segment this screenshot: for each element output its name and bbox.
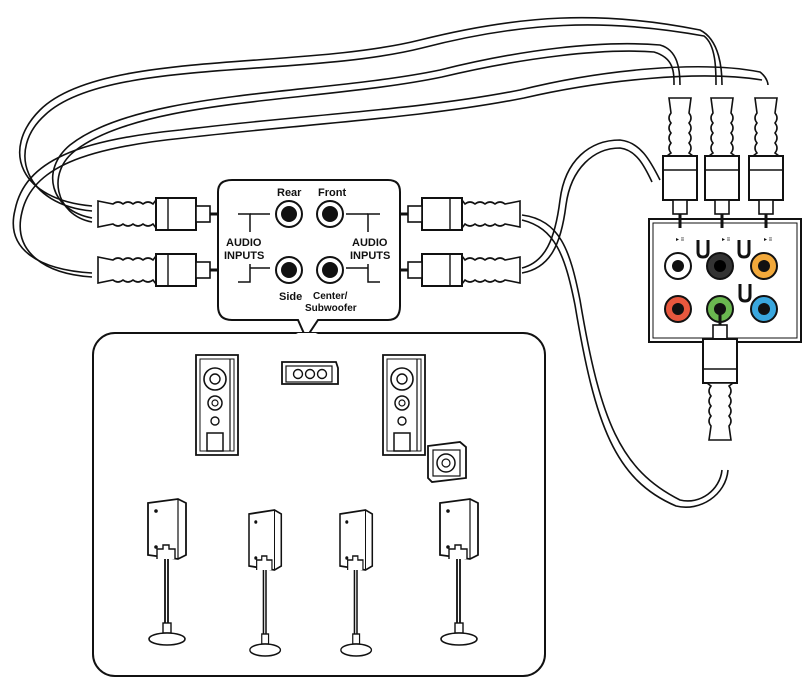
io-jack-orange bbox=[750, 252, 778, 280]
rca-plug-icon bbox=[747, 96, 785, 230]
left-audio-inputs-line2: INPUTS bbox=[224, 250, 264, 262]
right-audio-inputs-line2: INPUTS bbox=[350, 250, 390, 262]
speaker-tower-icon bbox=[195, 354, 239, 456]
speaker-tower-icon bbox=[382, 354, 426, 456]
rca-plug-icon bbox=[96, 196, 220, 232]
rca-plug-icon bbox=[398, 196, 522, 232]
rca-plug-icon bbox=[398, 252, 522, 288]
port-mark-icon: ▸ ≡ bbox=[764, 237, 773, 243]
rca-plug-icon bbox=[703, 96, 741, 230]
audio-cables bbox=[12, 16, 769, 508]
io-jack-black bbox=[664, 252, 692, 280]
io-jack-darkgray bbox=[706, 252, 734, 280]
center-label-line1: Center/ bbox=[313, 291, 348, 302]
io-jack-red bbox=[664, 295, 692, 323]
right-audio-inputs-line1: AUDIO bbox=[352, 237, 388, 249]
left-audio-inputs-line1: AUDIO bbox=[226, 237, 262, 249]
front-label: Front bbox=[318, 187, 346, 199]
center-label-line2: Subwoofer bbox=[305, 303, 357, 314]
rca-plug-icon bbox=[96, 252, 220, 288]
io-jack-blue bbox=[750, 295, 778, 323]
rear-io-panel: ▸ ≡ ▸ ≡ ▸ ≡ bbox=[648, 218, 802, 343]
port-mark-icon: ▸ ≡ bbox=[722, 237, 731, 243]
side-jack-icon bbox=[275, 256, 303, 284]
front-jack-icon bbox=[316, 200, 344, 228]
rca-plug-icon bbox=[702, 309, 738, 441]
rca-plug-icon bbox=[661, 96, 699, 230]
center-subwoofer-jack-icon bbox=[316, 256, 344, 284]
subwoofer-icon bbox=[427, 441, 467, 483]
side-label: Side bbox=[279, 291, 302, 303]
audio-hub: Rear Front Side Center/ Subwoofer AUDIO … bbox=[217, 179, 401, 341]
speaker-layout-panel bbox=[92, 332, 546, 677]
port-mark-icon: ▸ ≡ bbox=[676, 237, 685, 243]
rear-label: Rear bbox=[277, 187, 302, 199]
center-speaker-icon bbox=[281, 361, 339, 385]
rear-jack-icon bbox=[275, 200, 303, 228]
